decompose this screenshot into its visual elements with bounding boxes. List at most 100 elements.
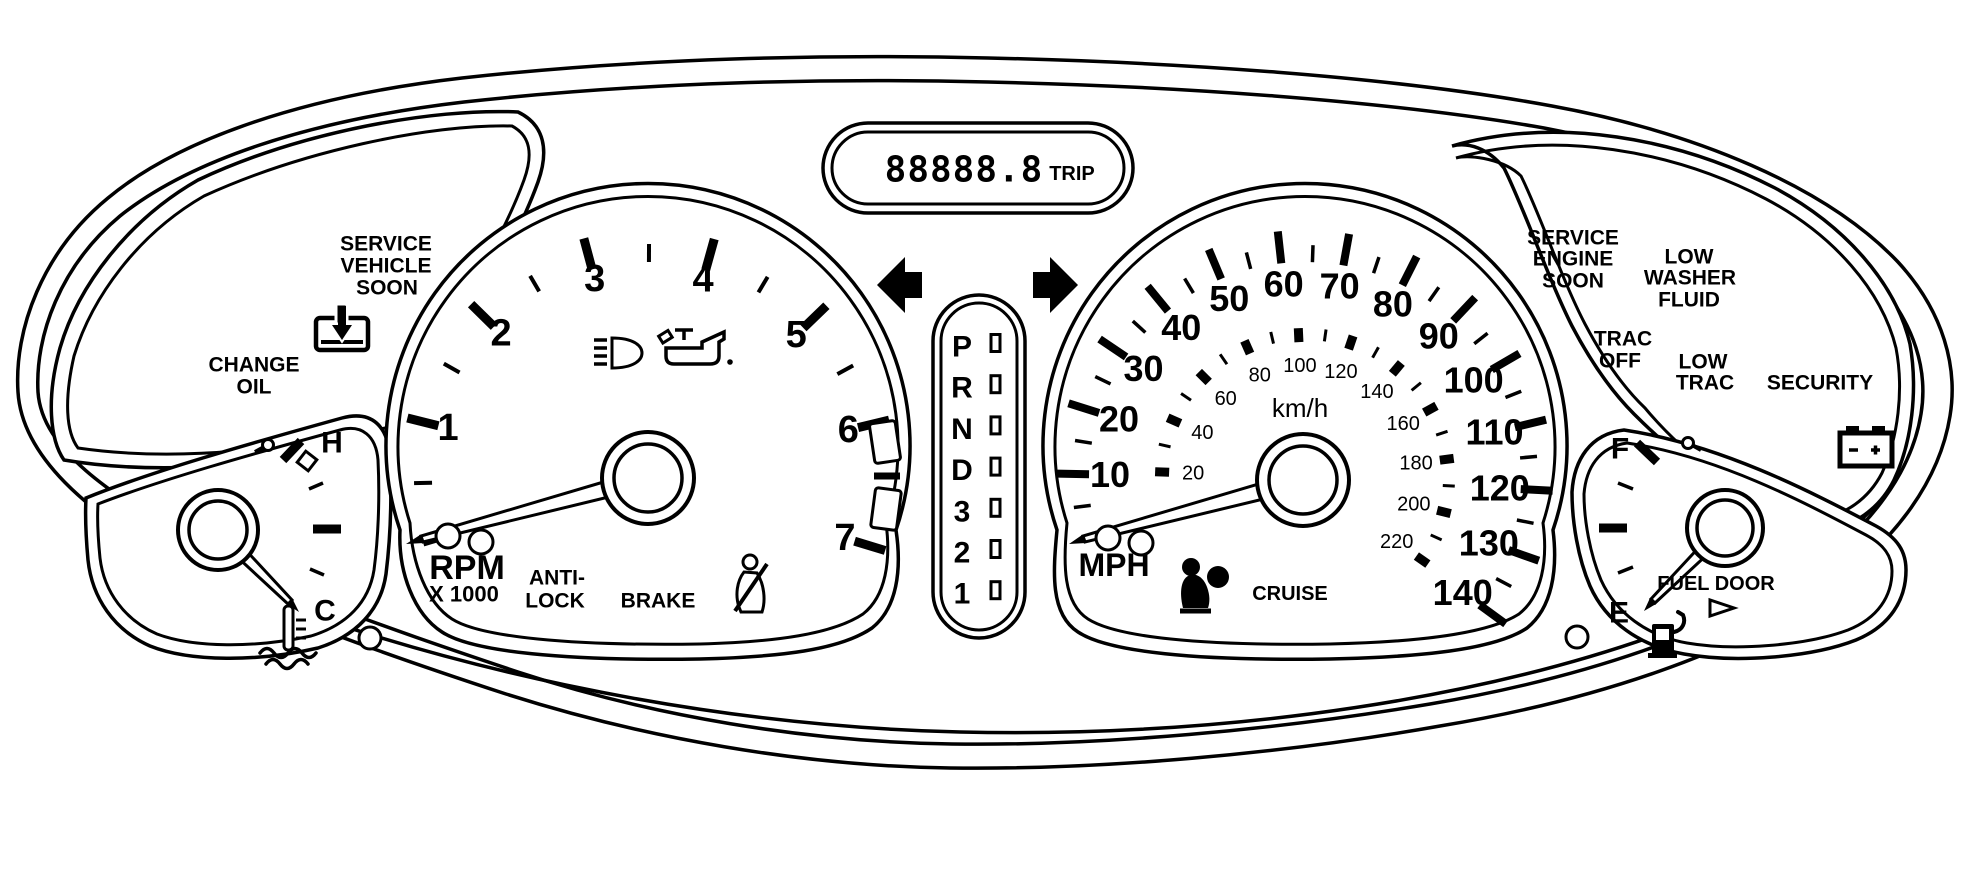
tick-mark	[1435, 429, 1449, 437]
tick-mark	[853, 536, 887, 555]
speedo-km-numeral: 120	[1324, 361, 1357, 383]
right-warning-pod: SERVICE ENGINE SOON LOW WASHER FLUID TRA…	[1451, 130, 1916, 534]
change-oil-label: OIL	[237, 376, 272, 399]
lamp-hole	[1094, 524, 1122, 552]
tick-mark	[1410, 381, 1422, 392]
gear-letter-P: P	[952, 331, 972, 364]
tick-mark	[836, 363, 855, 376]
fuel-gauge: F E FUEL DOOR	[1564, 428, 1908, 661]
tick-mark	[1067, 399, 1101, 417]
tick-mark	[406, 413, 440, 431]
lamp-hole	[357, 625, 383, 651]
tick-mark	[800, 302, 830, 332]
trac-off-label: TRAC	[1594, 328, 1652, 351]
service-vehicle-soon-label: SERVICE	[340, 233, 432, 256]
speedo-mph-numeral: 140	[1433, 572, 1493, 613]
low-washer-fluid-label: FLUID	[1658, 289, 1720, 312]
speedo-km-numeral: 20	[1182, 462, 1204, 484]
change-oil-label: CHANGE	[208, 354, 299, 377]
speedo-bezel-inner	[1053, 194, 1557, 646]
tick-mark	[1388, 360, 1405, 377]
gear-segment	[989, 497, 1002, 518]
rpm-label: RPM	[429, 549, 505, 587]
temp-gauge-ticks	[279, 437, 341, 577]
tick-mark	[1205, 247, 1225, 281]
trip-display: 88888.8 TRIP	[821, 121, 1135, 215]
service-engine-soon-label: ENGINE	[1533, 248, 1614, 271]
speedo-mph-numeral: 30	[1123, 348, 1163, 389]
kmh-unit-label: km/h	[1272, 393, 1328, 423]
tick-mark	[1056, 469, 1090, 479]
tick-mark	[1165, 413, 1183, 428]
needle-stop-pin	[254, 438, 275, 454]
gear-letter-2: 2	[954, 537, 971, 570]
low-washer-fluid-label: WASHER	[1644, 267, 1736, 290]
speedo-km-numeral: 40	[1191, 422, 1213, 444]
tick-mark	[1240, 338, 1255, 356]
speedo-tick-marks	[1056, 231, 1553, 628]
tick-mark	[1514, 415, 1547, 432]
tick-mark	[1310, 245, 1315, 263]
tick-mark	[1519, 454, 1538, 460]
service-vehicle-soon-label: SOON	[356, 277, 418, 300]
speedo-km-tick-marks	[1154, 327, 1455, 568]
tick-mark	[756, 275, 770, 294]
tach-numeral: 4	[692, 258, 713, 300]
speedo-bezel-outer	[1041, 181, 1569, 661]
tick-mark	[1442, 483, 1455, 488]
tick-mark	[1273, 231, 1286, 264]
speedo-km-numeral: 180	[1399, 452, 1432, 474]
gear-segment	[989, 456, 1002, 477]
tick-mark	[1293, 327, 1304, 343]
tick-mark	[1504, 389, 1522, 400]
speedo-km-numeral: 140	[1360, 381, 1393, 403]
tick-mark	[1495, 577, 1513, 589]
trip-display-bezel	[821, 121, 1135, 215]
tick-mark	[442, 361, 461, 375]
fuel-door-triangle-icon	[1708, 597, 1739, 619]
tick-mark	[579, 237, 597, 271]
tick-mark	[1144, 283, 1172, 314]
tick-mark	[1339, 233, 1354, 267]
oil-change-box-icon	[313, 302, 371, 353]
fuel-pod-outline-inner	[1582, 441, 1894, 649]
trip-odometer-value: 88888.8	[885, 150, 1044, 191]
service-engine-soon-label: SERVICE	[1527, 227, 1619, 250]
speedo-km-numeral: 200	[1397, 494, 1430, 516]
anti-lock-label: ANTI-	[529, 567, 585, 590]
tick-mark	[1183, 277, 1195, 294]
rpm-multiplier-label: X 1000	[429, 582, 499, 607]
tick-mark	[467, 300, 498, 330]
airbag-icon	[1180, 558, 1229, 614]
lamp-hole	[1564, 624, 1590, 650]
tach-tick-marks	[406, 237, 891, 555]
tach-numeral: 1	[438, 407, 459, 449]
speedo-km-numeral: 160	[1386, 413, 1419, 435]
tach-numeral: 6	[838, 409, 859, 451]
tick-mark	[1158, 442, 1171, 449]
speedo-mph-numeral: 120	[1470, 468, 1530, 509]
security-label: SECURITY	[1767, 372, 1873, 395]
speedo-mph-numeral: 10	[1090, 454, 1130, 495]
tick-mark	[1097, 335, 1129, 361]
gear-letter-1: 1	[954, 578, 971, 611]
tick-mark	[1180, 392, 1192, 402]
left-arrow-icon	[877, 257, 922, 313]
high-beam-icon	[594, 336, 644, 370]
tick-mark	[1507, 546, 1541, 565]
fuel-door-label: FUEL DOOR	[1657, 573, 1775, 595]
temp-pod-outline-inner	[96, 427, 381, 647]
speedo-mph-numeral: 40	[1161, 307, 1201, 348]
tick-mark	[528, 274, 541, 293]
tick-mark	[1218, 353, 1229, 366]
temp-hot-label: H	[321, 427, 343, 460]
tick-mark	[1439, 453, 1455, 465]
tick-mark	[1269, 331, 1275, 344]
gear-segment	[989, 580, 1002, 601]
speedo-mph-numeral: 70	[1320, 266, 1360, 307]
lamp-hole	[434, 522, 462, 550]
